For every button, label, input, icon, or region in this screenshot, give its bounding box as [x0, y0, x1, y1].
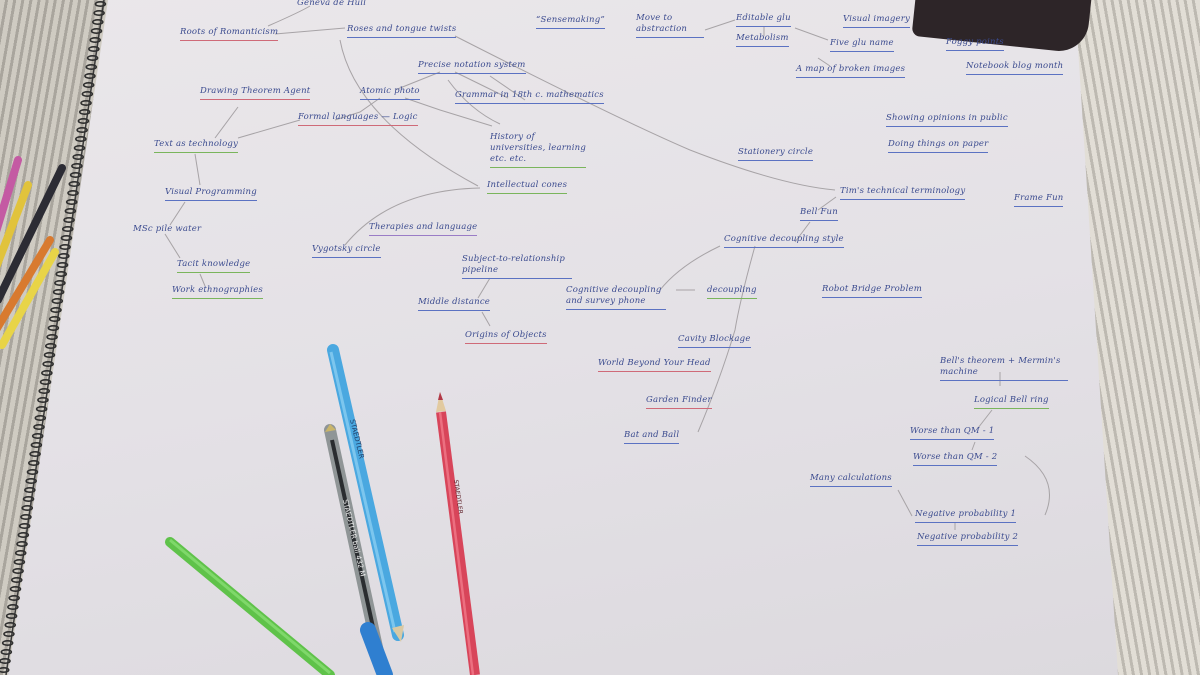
- note-frame-fun: Frame Fun: [1014, 193, 1064, 207]
- note-grammar-18th-c: Grammar in 18th c. mathematics: [455, 90, 604, 104]
- note-showing-opinions: Showing opinions in public: [886, 113, 1008, 127]
- note-cavity-blockage: Cavity Blockage: [678, 334, 751, 348]
- note-therapies-language: Therapies and language: [369, 222, 478, 236]
- colored-pencil-bundle: [0, 156, 66, 349]
- note-roses-tongue-twists: Roses and tongue twists: [347, 24, 457, 38]
- note-notebook-blog: Notebook blog month: [966, 61, 1064, 75]
- note-editable-glu: Editable glu: [736, 13, 791, 27]
- note-geneva: Geneva de Hull: [297, 0, 367, 8]
- note-robot-bridge: Robot Bridge Problem: [822, 284, 922, 298]
- red-pencil-brand: STAEDTLER: [452, 479, 464, 514]
- note-precise-notation: Precise notation system: [418, 60, 526, 74]
- note-vygotsky-circle: Vygotsky circle: [312, 244, 381, 258]
- note-cognitive-decoupling-phone: Cognitive decoupling and survey phone: [566, 285, 666, 310]
- green-pencil: [165, 537, 335, 675]
- note-subject-pipeline: Subject-to-relationship pipeline: [462, 254, 572, 279]
- note-bells-theorem: Bell's theorem + Mermin's machine: [940, 356, 1068, 381]
- note-sensemaking: “Sensemaking”: [536, 15, 605, 29]
- note-middle-distance: Middle distance: [418, 297, 491, 311]
- note-atomic-photo: Atomic photo: [360, 86, 420, 100]
- note-negative-probability-1: Negative probability 1: [915, 509, 1017, 523]
- note-worse-than-qm-1: Worse than QM - 1: [910, 426, 995, 440]
- note-negative-probability-2: Negative probability 2: [917, 532, 1019, 546]
- note-bell-fun: Bell Fun: [800, 207, 838, 221]
- note-many-calculations: Many calculations: [810, 473, 892, 487]
- clear-ballpoint-pen: [324, 424, 393, 675]
- note-visual-programming: Visual Programming: [165, 187, 257, 201]
- note-roots-of-romanticism: Roots of Romanticism: [180, 27, 279, 41]
- note-doing-things-on-paper: Doing things on paper: [888, 139, 989, 153]
- note-tims-terminology: Tim's technical terminology: [840, 186, 966, 200]
- note-metabolism: Metabolism: [736, 33, 789, 47]
- red-pencil: [436, 392, 480, 675]
- note-text-as-technology: Text as technology: [154, 139, 239, 153]
- note-bat-and-ball: Bat and Ball: [624, 430, 680, 444]
- note-five-glu-name: Five glu name: [830, 38, 894, 52]
- note-move-to-abstraction: Move to abstraction: [636, 13, 704, 38]
- note-origins-of-objects: Origins of Objects: [465, 330, 547, 344]
- note-work-ethnographies: Work ethnographies: [172, 285, 263, 299]
- note-cognitive-decoupling-style: Cognitive decoupling style: [724, 234, 844, 248]
- note-map-broken-images: A map of broken images: [796, 64, 906, 78]
- note-drawing-theorem-agent: Drawing Theorem Agent: [200, 86, 311, 100]
- note-formal-languages: Formal languages — Logic: [298, 112, 418, 126]
- note-worse-than-qm-2: Worse than QM - 2: [913, 452, 998, 466]
- note-msc-pile-water: MSc pile water: [133, 224, 202, 234]
- note-world-beyond-head: World Beyond Your Head: [598, 358, 711, 372]
- note-foggy-points: Foggy points: [946, 37, 1004, 51]
- note-decoupling: decoupling: [707, 285, 757, 299]
- note-logical-bell-ring: Logical Bell ring: [974, 395, 1049, 409]
- note-tacit-knowledge: Tacit knowledge: [177, 259, 251, 273]
- note-stationery-circle: Stationery circle: [738, 147, 814, 161]
- light-blue-pen: [327, 344, 404, 642]
- note-garden-finder: Garden Finder: [646, 395, 712, 409]
- note-visual-imagery: Visual imagery: [843, 14, 911, 28]
- note-history-universities: History of universities, learning etc. e…: [490, 132, 586, 168]
- note-intellectual-cones: Intellectual cones: [487, 180, 568, 194]
